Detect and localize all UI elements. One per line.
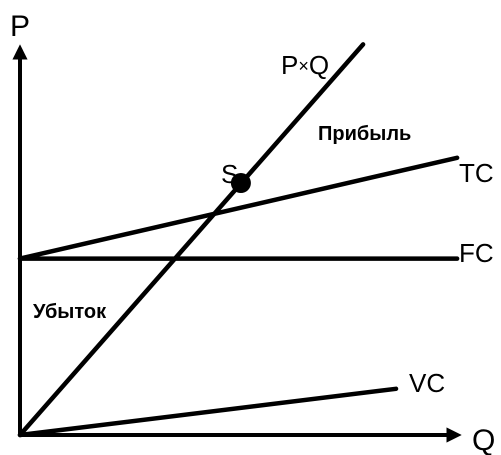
fc-line-label: FC [459, 238, 494, 268]
tc-line-label: TC [459, 158, 494, 188]
break-even-label-subscript: b [238, 175, 249, 196]
break-even-point [230, 173, 251, 193]
pxq-label-q: Q [309, 50, 329, 80]
profit-zone-label: Прибыль [318, 123, 411, 145]
x-axis-label: Q [472, 424, 495, 455]
vc-line-label: VC [409, 368, 445, 398]
variable-cost-line-vc [17, 386, 399, 438]
pxq-label-times: × [298, 56, 309, 76]
break-even-label-main: S [221, 159, 238, 189]
break-even-label: Sb [221, 159, 249, 196]
total-cost-line-tc [17, 155, 460, 261]
pxq-label-p: P [281, 50, 298, 80]
y-axis-label: P [10, 10, 30, 43]
loss-zone-label: Убыток [33, 301, 107, 323]
pxq-line-label: P×Q [281, 50, 329, 80]
revenue-line-pxq [17, 42, 366, 438]
